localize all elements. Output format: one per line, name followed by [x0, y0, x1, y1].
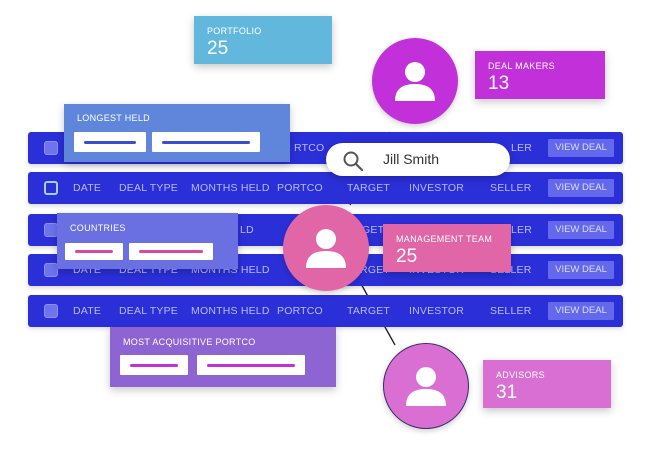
col-investor: INVESTOR [409, 305, 465, 317]
table-row[interactable]: DATE DEAL TYPE MONTHS HELD PORTCO TARGET… [28, 295, 623, 327]
filter-chip[interactable] [74, 132, 146, 152]
col-seller: LER [511, 142, 533, 154]
management-team-avatar [283, 205, 369, 291]
person-icon [406, 367, 446, 406]
advisors-avatar [383, 343, 469, 429]
countries-card[interactable]: COUNTRIES [57, 213, 238, 269]
filter-chip[interactable] [120, 355, 188, 375]
col-months-held: MONTHS HELD [191, 182, 270, 194]
deal-makers-value: 13 [488, 73, 510, 94]
col-date: DATE [73, 182, 102, 194]
person-icon [306, 229, 346, 268]
advisors-label: ADVISORS [496, 370, 545, 380]
advisors-value: 31 [496, 382, 518, 403]
filter-chip[interactable] [152, 132, 260, 152]
countries-label: COUNTRIES [70, 223, 126, 233]
portfolio-card[interactable]: PORTFOLIO 25 [194, 16, 332, 64]
col-target: TARGET [347, 305, 391, 317]
search-icon [343, 151, 364, 172]
longest-held-label: LONGEST HELD [77, 113, 150, 123]
most-acquisitive-label: MOST ACQUISITIVE PORTCO [123, 337, 256, 347]
management-team-card[interactable]: MANAGEMENT TEAM 25 [383, 224, 511, 272]
view-deal-button[interactable]: VIEW DEAL [548, 221, 614, 239]
view-deal-button[interactable]: VIEW DEAL [548, 179, 614, 197]
col-deal-type: DEAL TYPE [119, 305, 178, 317]
col-deal-type: DEAL TYPE [119, 182, 178, 194]
most-acquisitive-card[interactable]: MOST ACQUISITIVE PORTCO [110, 327, 336, 387]
col-portco: PORTCO [277, 182, 323, 194]
col-portco: PORTCO [277, 305, 323, 317]
longest-held-card[interactable]: LONGEST HELD [64, 104, 290, 162]
view-deal-button[interactable]: VIEW DEAL [548, 139, 614, 157]
col-seller: LER [511, 224, 533, 236]
filter-chip[interactable] [65, 243, 123, 260]
advisors-card[interactable]: ADVISORS 31 [483, 360, 611, 408]
management-team-label: MANAGEMENT TEAM [396, 234, 493, 244]
col-months-held: LD [240, 224, 254, 236]
row-checkbox[interactable] [44, 263, 58, 277]
view-deal-button[interactable]: VIEW DEAL [548, 302, 614, 320]
col-seller: SELLER [490, 305, 532, 317]
person-icon [395, 62, 435, 101]
col-seller: SELLER [490, 182, 532, 194]
col-investor: INVESTOR [409, 182, 465, 194]
col-target: TARGET [347, 182, 391, 194]
search-value: Jill Smith [383, 151, 440, 167]
col-date: DATE [73, 305, 102, 317]
row-checkbox[interactable] [44, 181, 58, 195]
portfolio-label: PORTFOLIO [207, 26, 262, 36]
management-team-value: 25 [396, 246, 418, 267]
row-checkbox[interactable] [44, 223, 58, 237]
filter-chip[interactable] [129, 243, 213, 260]
search-input[interactable]: Jill Smith [326, 143, 510, 176]
row-checkbox[interactable] [44, 141, 58, 155]
col-target: GET [362, 224, 385, 236]
col-months-held: MONTHS HELD [191, 305, 270, 317]
filter-chip[interactable] [197, 355, 305, 375]
deal-makers-card[interactable]: DEAL MAKERS 13 [475, 51, 605, 99]
portfolio-value: 25 [207, 38, 229, 59]
row-checkbox[interactable] [44, 304, 58, 318]
deal-makers-label: DEAL MAKERS [488, 61, 555, 71]
table-row[interactable]: DATE DEAL TYPE MONTHS HELD PORTCO TARGET… [28, 172, 623, 204]
deal-makers-avatar [372, 38, 458, 124]
col-portco: RTCO [294, 142, 325, 154]
view-deal-button[interactable]: VIEW DEAL [548, 261, 614, 279]
